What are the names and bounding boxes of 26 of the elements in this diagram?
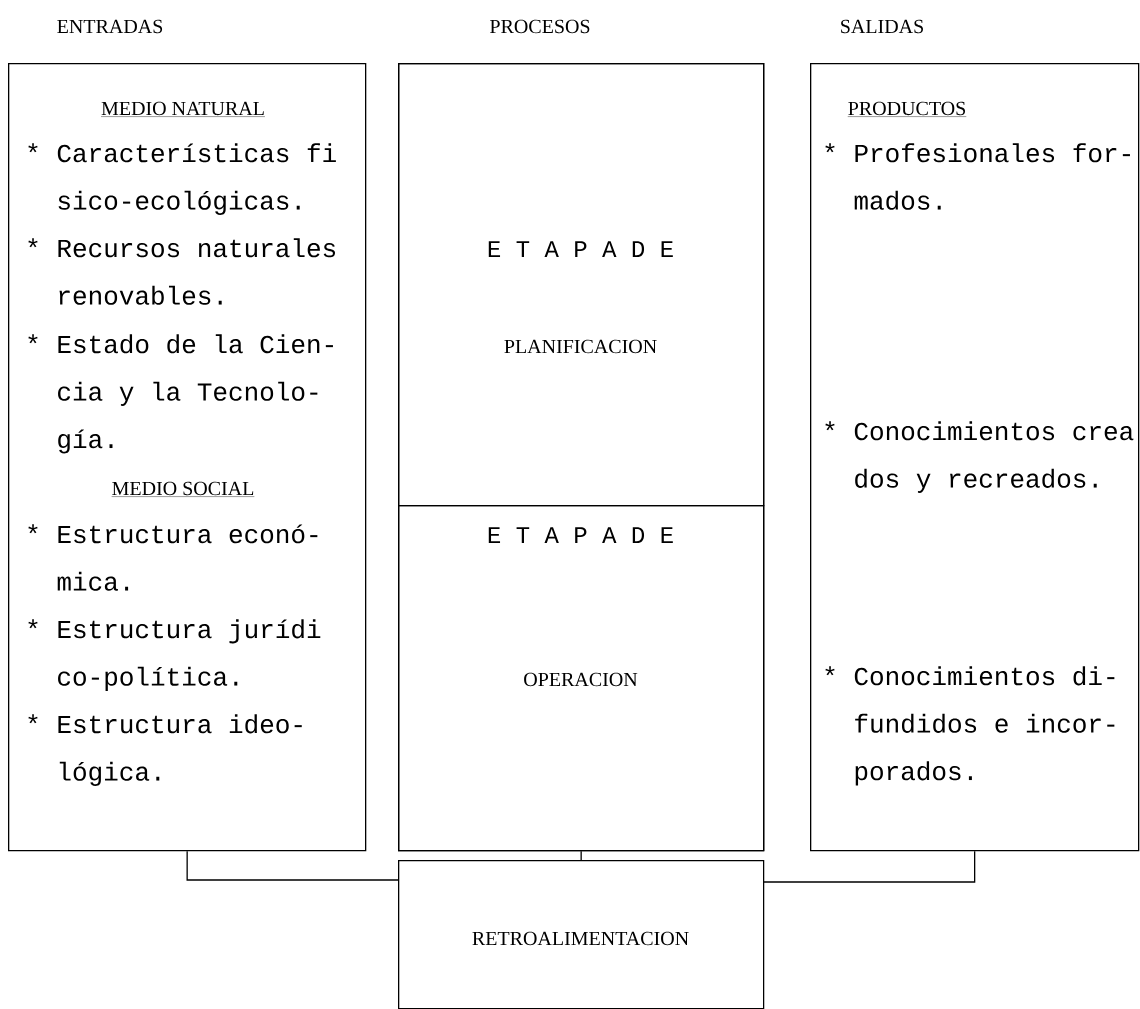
stage-title: PLANIFICACION: [504, 339, 657, 354]
column-heading: ENTRADAS: [57, 19, 163, 34]
bullet-item: * Conocimientos di- fundidos e incor- porados.: [825, 666, 1115, 786]
stage-title: RETROALIMENTACION: [472, 931, 689, 946]
bullet-item: * Estructura econó- mica.: [28, 524, 318, 591]
column-heading: PROCESOS: [490, 19, 590, 34]
section-heading: MEDIO NATURAL: [100, 101, 266, 117]
section-heading: MEDIO SOCIAL: [111, 481, 255, 497]
stage-box: [398, 63, 765, 507]
bullet-item: * Estado de la Cien- cia y la Tecnolo- gía.: [28, 334, 333, 454]
connector-line: [186, 850, 399, 881]
bullet-item: * Conocimientos crea dos y recreados.: [825, 421, 1134, 493]
bullet-item: * Características fi sico-ecológicas.: [28, 143, 336, 215]
feedback-box: [398, 860, 765, 1009]
connector-line: [762, 850, 976, 883]
bullet-item: * Estructura jurídi co-política.: [28, 619, 321, 691]
column-heading: SALIDAS: [841, 19, 923, 34]
bullet-item: * Profesionales for- mados.: [825, 143, 1130, 210]
connector-line: [580, 850, 582, 861]
bullet-item: * Estructura ideo- lógica.: [28, 714, 302, 786]
stage-label: E T A P A D E: [488, 241, 673, 257]
stage-label: E T A P A D E: [488, 527, 673, 543]
stage-title: OPERACION: [524, 672, 638, 687]
section-heading: PRODUCTOS: [847, 101, 967, 117]
bullet-item: * Recursos naturales renovables.: [28, 238, 336, 305]
stage-box: [398, 505, 765, 852]
